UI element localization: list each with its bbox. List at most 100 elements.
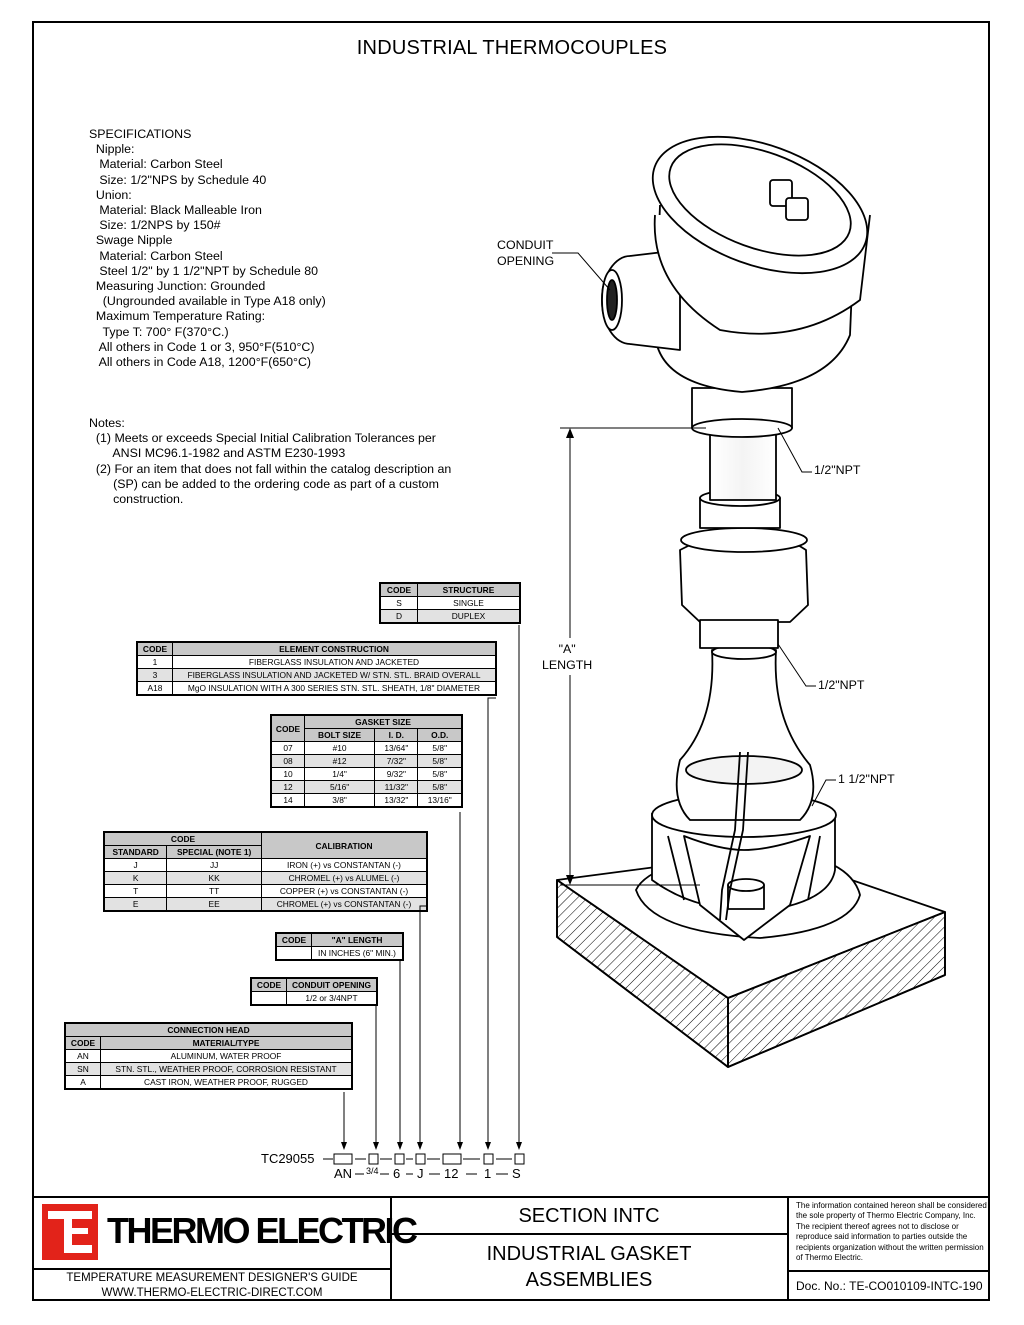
spec-line: Steel 1/2" by 1 1/2"NPT by Schedule 80 <box>89 263 318 278</box>
table-cell: A <box>64 1075 101 1090</box>
ordering-example-structure: S <box>512 1166 521 1181</box>
npt-label-bottom: 1 1/2"NPT <box>838 772 895 786</box>
table-cell: 12 <box>270 780 305 794</box>
table-cell: 1/2 or 3/4NPT <box>286 991 378 1006</box>
col-header: CODE <box>270 714 305 742</box>
col-header: CODE <box>64 1036 101 1050</box>
title-block-divider <box>390 1233 788 1235</box>
col-header: ELEMENT CONSTRUCTION <box>172 641 497 656</box>
spec-line: Size: 1/2NPS by 150# <box>89 218 221 233</box>
label-line: LENGTH <box>542 658 593 672</box>
website-url: WWW.THERMO-ELECTRIC-DIRECT.COM <box>101 1287 323 1299</box>
table-cell: 5/16" <box>303 780 376 794</box>
col-header: MATERIAL/TYPE <box>100 1036 353 1050</box>
disclaimer-text: The information contained hereon shall b… <box>796 1201 987 1263</box>
table-cell: 3 <box>136 668 173 682</box>
table-cell: E <box>103 897 168 912</box>
page-frame <box>32 21 990 1301</box>
table-cell: 7/32" <box>374 754 419 768</box>
table-cell: CAST IRON, WEATHER PROOF, RUGGED <box>100 1075 353 1090</box>
table-cell: 13/32" <box>374 793 419 808</box>
table-cell: STN. STL., WEATHER PROOF, CORROSION RESI… <box>100 1062 353 1076</box>
col-header: O.D. <box>417 728 463 742</box>
table-cell: IN INCHES (6" MIN.) <box>311 946 404 961</box>
table-cell: MgO INSULATION WITH A 300 SERIES STN. ST… <box>172 681 497 696</box>
spec-line: Nipple: <box>89 142 135 157</box>
spec-line: Material: Black Malleable Iron <box>89 203 262 218</box>
a-length-table: CODE"A" LENGTH IN INCHES (6" MIN.) <box>275 932 404 961</box>
ordering-example-gasket: 12 <box>444 1166 459 1181</box>
npt-label-top: 1/2"NPT <box>814 463 861 477</box>
spec-line: Size: 1/2"NPS by Schedule 40 <box>89 172 267 187</box>
label-line: CONDUIT <box>497 238 554 252</box>
table-cell: FIBERGLASS INSULATION AND JACKETED W/ ST… <box>172 668 497 682</box>
table-cell: T <box>103 884 168 898</box>
note-line: (2) For an item that does not fall withi… <box>89 461 452 476</box>
notes-block: Notes: (1) Meets or exceeds Special Init… <box>89 416 451 507</box>
title-block-divider <box>787 1197 789 1301</box>
note-line: ANSI MC96.1-1982 and ASTM E230-1993 <box>89 446 346 461</box>
note-line: construction. <box>89 492 184 507</box>
label-line: "A" <box>558 642 576 656</box>
table-cell: 13/16" <box>417 793 463 808</box>
conduit-opening-label: CONDUIT OPENING <box>497 237 554 269</box>
table-cell: COPPER (+) vs CONSTANTAN (-) <box>261 884 428 898</box>
spec-line: Union: <box>89 187 132 202</box>
table-cell: DUPLEX <box>417 609 521 624</box>
spec-line: Swage Nipple <box>89 233 173 248</box>
table-cell: CHROMEL (+) vs ALUMEL (-) <box>261 871 428 885</box>
col-header: CODE <box>275 932 312 947</box>
designers-guide-caption: TEMPERATURE MEASUREMENT DESIGNER'S GUIDE <box>66 1272 358 1284</box>
spec-line: Material: Carbon Steel <box>89 157 223 172</box>
spec-line: (Ungrounded available in Type A18 only) <box>89 294 326 309</box>
table-cell: 5/8" <box>417 754 463 768</box>
ordering-prefix: TC29055 <box>261 1151 315 1166</box>
title-line: ASSEMBLIES <box>525 1269 653 1291</box>
spec-line: Measuring Junction: Grounded <box>89 279 266 294</box>
table-cell: 5/8" <box>417 780 463 794</box>
ordering-example-length: 6 <box>393 1166 401 1181</box>
col-header: CODE <box>379 582 418 597</box>
title-block-divider <box>787 1270 989 1272</box>
company-logo-text: THERMO ELECTRIC <box>107 1210 418 1251</box>
document-title: INDUSTRIAL GASKET ASSEMBLIES <box>391 1241 787 1293</box>
spec-line: All others in Code A18, 1200°F(650°C) <box>89 355 312 370</box>
col-header: CALIBRATION <box>261 831 428 859</box>
ordering-example-element: 1 <box>484 1166 492 1181</box>
section-label: SECTION INTC <box>518 1205 660 1227</box>
spec-line: SPECIFICATIONS <box>89 127 192 141</box>
npt-label-middle: 1/2"NPT <box>818 678 865 692</box>
page-title: INDUSTRIAL THERMOCOUPLES <box>356 37 668 59</box>
col-header: BOLT SIZE <box>303 728 376 742</box>
spec-line: Maximum Temperature Rating: <box>89 309 266 324</box>
title-block <box>32 1196 990 1303</box>
table-cell: EE <box>166 897 262 912</box>
table-cell: SINGLE <box>417 596 521 610</box>
title-line: INDUSTRIAL GASKET <box>486 1243 692 1265</box>
ordering-example-calibration: J <box>417 1166 424 1181</box>
ordering-example-head: AN <box>334 1166 353 1181</box>
ordering-example-conduit: 3/4 <box>366 1166 379 1176</box>
table-cell: 11/32" <box>374 780 419 794</box>
spec-line: All others in Code 1 or 3, 950°F(510°C) <box>89 339 315 354</box>
title-block-divider <box>390 1197 392 1301</box>
table-cell: SN <box>64 1062 101 1076</box>
table-cell: 08 <box>270 754 305 768</box>
specifications-block: SPECIFICATIONS Nipple: Material: Carbon … <box>89 127 326 370</box>
thermo-electric-logo-icon <box>42 1204 98 1260</box>
title-block-divider <box>33 1268 391 1270</box>
spec-line: Material: Carbon Steel <box>89 248 223 263</box>
col-header: STANDARD <box>103 845 168 859</box>
table-cell: TT <box>166 884 262 898</box>
table-cell: D <box>379 609 418 624</box>
col-header: CODE <box>250 977 287 992</box>
col-header: SPECIAL (NOTE 1) <box>166 845 262 859</box>
a-length-label: "A" LENGTH <box>542 641 593 673</box>
table-cell: CHROMEL (+) vs CONSTANTAN (-) <box>261 897 428 912</box>
